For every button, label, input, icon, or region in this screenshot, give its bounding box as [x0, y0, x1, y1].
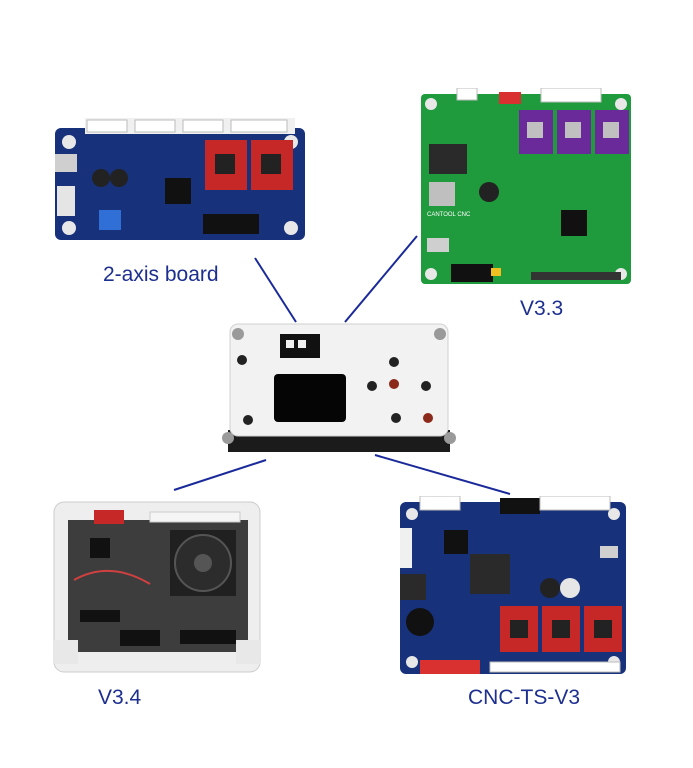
line-to-v3-4-board	[173, 459, 267, 491]
cnc-ts-v3-board-image	[400, 496, 626, 674]
v3-3-board-label: V3.3	[520, 297, 564, 320]
cnc-ts-v3-board-label: CNC-TS-V3	[468, 686, 581, 709]
line-to-v3-3-board	[344, 235, 418, 323]
v3-3-board-image: CANTOOL CNC	[421, 88, 631, 284]
line-to-2-axis-board	[254, 257, 297, 323]
offline-controller-image	[222, 323, 456, 452]
line-to-cnc-ts-v3-board	[374, 454, 511, 495]
two-axis-board-label: 2-axis board	[103, 263, 219, 286]
v3-4-board-label: V3.4	[98, 686, 142, 709]
v3-4-board-image	[53, 501, 261, 673]
two-axis-board-image	[55, 118, 305, 240]
v3-3-silkscreen-text: CANTOOL CNC	[427, 212, 471, 218]
